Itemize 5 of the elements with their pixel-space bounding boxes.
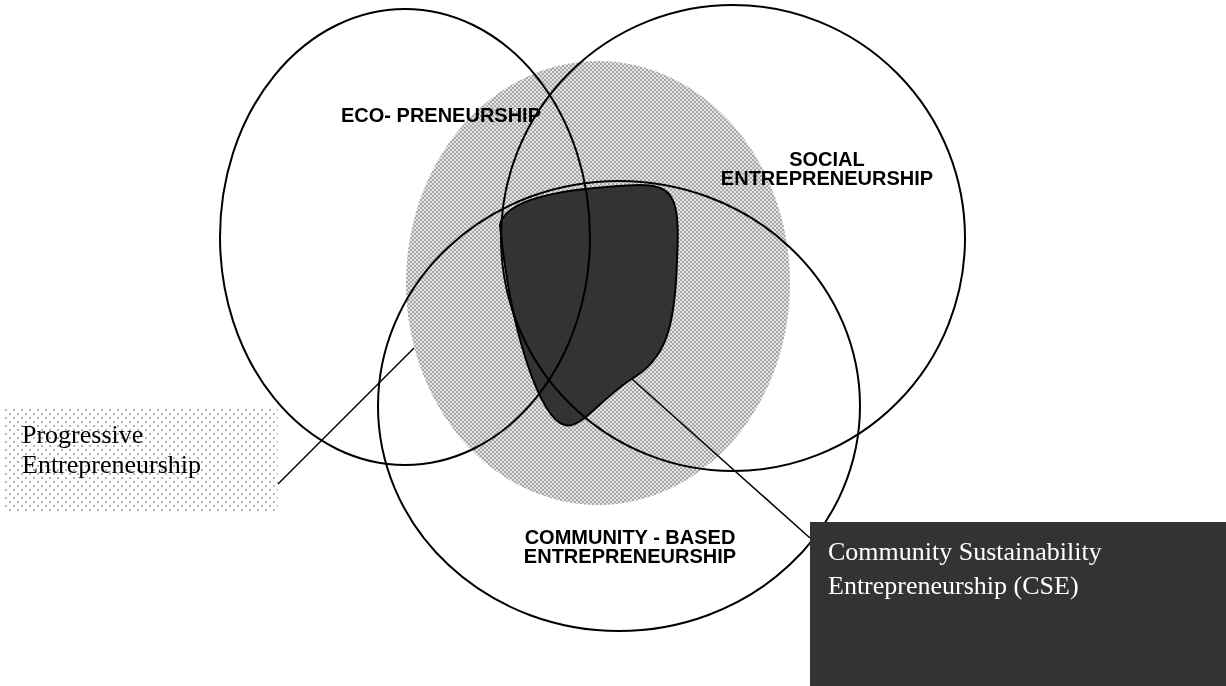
leader-line bbox=[277, 347, 415, 485]
circle-label: COMMUNITY - BASED ENTREPRENEURSHIP bbox=[522, 528, 738, 566]
circle-label: SOCIAL ENTREPRENEURSHIP bbox=[719, 150, 935, 188]
callout-text: Community Sustainability Entrepreneurship (CSE) bbox=[828, 536, 1103, 602]
callout-text: Progressive Entrepreneurship bbox=[22, 420, 203, 480]
